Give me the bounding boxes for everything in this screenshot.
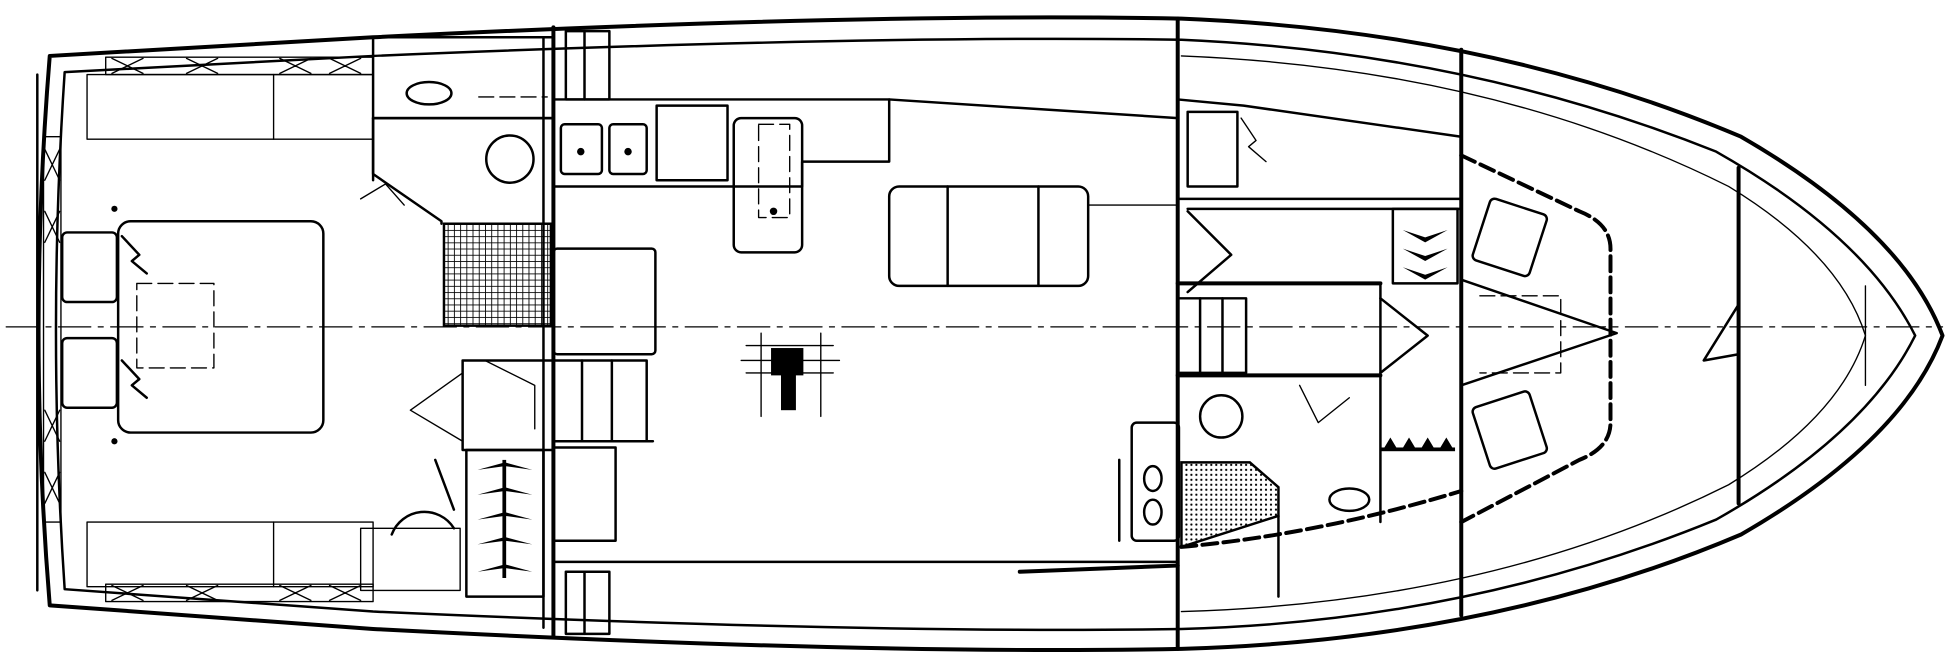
arrow-icon [1402,229,1448,280]
deck-line [1180,55,1867,613]
aft-head [359,36,555,225]
shower-grate [1180,461,1280,549]
arrow-icon [1380,437,1456,452]
cabin-light [111,205,118,212]
v-berth [1459,153,1613,525]
hanging-locker-door [390,458,456,536]
saloon-side-forward [1179,488,1464,549]
saloon-table [740,332,841,418]
saloon-rail [1017,563,1180,574]
aft-cabin [86,73,461,592]
v-berth-center [1460,278,1618,387]
hull-outline [36,15,1945,653]
aft-berth [116,220,325,434]
chain-locker-door [1702,303,1740,362]
aft-berth-hatch [136,282,215,369]
galley [552,98,891,356]
forward-stateroom [1175,98,1463,375]
hull-inner-line [54,37,1917,632]
shower-grate [442,222,553,327]
saloon-settee [887,98,1179,288]
cabin-light [111,438,118,445]
aft-deck-storage [42,56,374,603]
pillow-icon [1471,197,1549,470]
companionway [409,359,555,598]
forward-head [1175,373,1383,598]
arrow-icon [477,459,533,578]
lower-helm [1118,421,1181,542]
steps [1176,297,1429,375]
v-berth-hatch [1479,295,1562,374]
pillow-icon [60,231,148,409]
steps [552,29,655,636]
